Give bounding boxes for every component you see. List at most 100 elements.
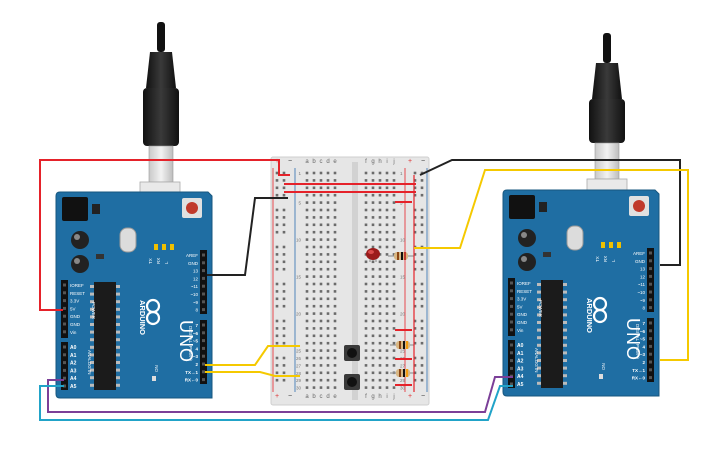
breadboard-labels: 1155101015152020252526262727282829293030… (275, 158, 425, 400)
column-label-a: a (305, 159, 309, 165)
column-label-c: c (320, 394, 323, 400)
power-header-label: POWER (538, 300, 543, 318)
column-label-h: h (378, 394, 381, 400)
row-number-right: 27 (400, 363, 406, 368)
column-label-d: d (326, 394, 329, 400)
column-label-i: i (386, 394, 387, 400)
dc-jack (62, 197, 88, 221)
red-led (366, 248, 380, 262)
capacitor (518, 253, 536, 271)
digital-pin-label: TX→1 (632, 368, 645, 373)
digital-pin-label: AREF (633, 251, 645, 256)
digital-pin-label: 4 (642, 344, 645, 349)
column-label-b: b (312, 159, 316, 165)
power-pin-label: 5V (517, 304, 523, 309)
row-number-left: 27 (296, 363, 302, 368)
column-label-g: g (371, 394, 374, 400)
row-number-left: 25 (296, 349, 302, 354)
row-number-left: 28 (296, 371, 302, 376)
row-number-right: 30 (400, 386, 406, 391)
row-number-right: 15 (400, 275, 406, 280)
column-label-j: j (392, 159, 394, 165)
wire-black-gnd-left (207, 197, 288, 276)
digital-pin-label: 8 (642, 306, 645, 311)
rail-minus-label: − (288, 158, 292, 165)
digital-pin-label: 12 (640, 274, 646, 279)
row-number-right: 20 (400, 312, 406, 317)
led-label-tx: TX (595, 256, 600, 262)
column-label-j: j (392, 394, 394, 400)
analog-header-label: ANALOG IN (87, 350, 92, 375)
analog-pin-label: A0 (517, 343, 524, 349)
rail-plus-label: + (275, 158, 279, 165)
column-label-g: g (371, 159, 374, 165)
pushbutton-2[interactable] (344, 374, 360, 390)
analog-pin-label: A5 (517, 382, 524, 388)
digital-pin-label: 12 (193, 276, 199, 281)
column-label-d: d (326, 159, 329, 165)
atmega-chip (90, 282, 120, 390)
digital-pin-label: ~3 (640, 352, 646, 357)
column-label-f: f (365, 394, 367, 400)
capacitor (71, 255, 89, 273)
arduino-logo: ARDUINO (585, 296, 608, 333)
led-label-on: ON (154, 365, 159, 372)
digital-pin-label: 7 (642, 321, 645, 326)
board-model: UNO (176, 320, 196, 363)
pushbutton-1[interactable] (344, 345, 360, 361)
crystal (119, 227, 137, 253)
analog-pin-label: A3 (517, 366, 524, 372)
board-brand: ARDUINO (585, 298, 594, 333)
wire-red-5v-left (39, 159, 290, 311)
dc-jack (509, 195, 535, 219)
reset-button[interactable] (629, 196, 649, 216)
power-pin-label: RESET (517, 289, 532, 294)
digital-pin-label: GND (188, 261, 199, 266)
wire-yellow-button-2 (205, 371, 300, 377)
resistor-button-2 (390, 369, 414, 377)
digital-pin-label: RX←0 (632, 376, 646, 381)
power-pin-label: GND (70, 322, 81, 327)
row-number-right: 29 (400, 378, 406, 383)
digital-pin-label: ~6 (640, 329, 646, 334)
digital-pin-label: 2 (642, 360, 645, 365)
breadboard-holes (272, 168, 428, 392)
row-number-left: 10 (296, 238, 302, 243)
power-header-label: POWER (91, 302, 96, 320)
digital-pin-label: ~5 (193, 339, 199, 344)
column-label-b: b (312, 394, 316, 400)
digital-pin-label: 4 (195, 346, 198, 351)
digital-header-label: DIGITAL (PWM~) (188, 326, 193, 361)
digital-pin-label: AREF (186, 253, 198, 258)
digital-pin-label: ~10 (637, 290, 645, 295)
crystal (566, 225, 584, 251)
led-label-l: L (611, 259, 616, 262)
digital-pin-label: ~11 (191, 284, 199, 289)
rail-minus-label: − (288, 393, 292, 400)
analog-pin-label: A3 (70, 368, 77, 374)
digital-pin-label: RX←0 (185, 378, 199, 383)
digital-pin-label: 2 (195, 362, 198, 367)
breadboard-jumpers (284, 175, 416, 392)
power-pin-label: Vin (70, 330, 77, 335)
row-number-right: 5 (400, 201, 403, 206)
row-number-left: 30 (296, 386, 302, 391)
row-number-right: 10 (400, 238, 406, 243)
atmega-chip (537, 280, 567, 388)
power-pin-label: Vin (517, 328, 524, 333)
row-number-right: 25 (400, 349, 406, 354)
led-label-on: ON (601, 363, 606, 370)
analog-pin-label: A4 (517, 374, 524, 380)
analog-pin-label: A2 (70, 361, 77, 367)
digital-pin-label: ~11 (638, 282, 646, 287)
arduino-logo: ARDUINO (138, 298, 161, 335)
led-label-rx: RX (603, 256, 608, 262)
reset-button[interactable] (182, 198, 202, 218)
analog-header-label: ANALOG IN (534, 348, 539, 373)
